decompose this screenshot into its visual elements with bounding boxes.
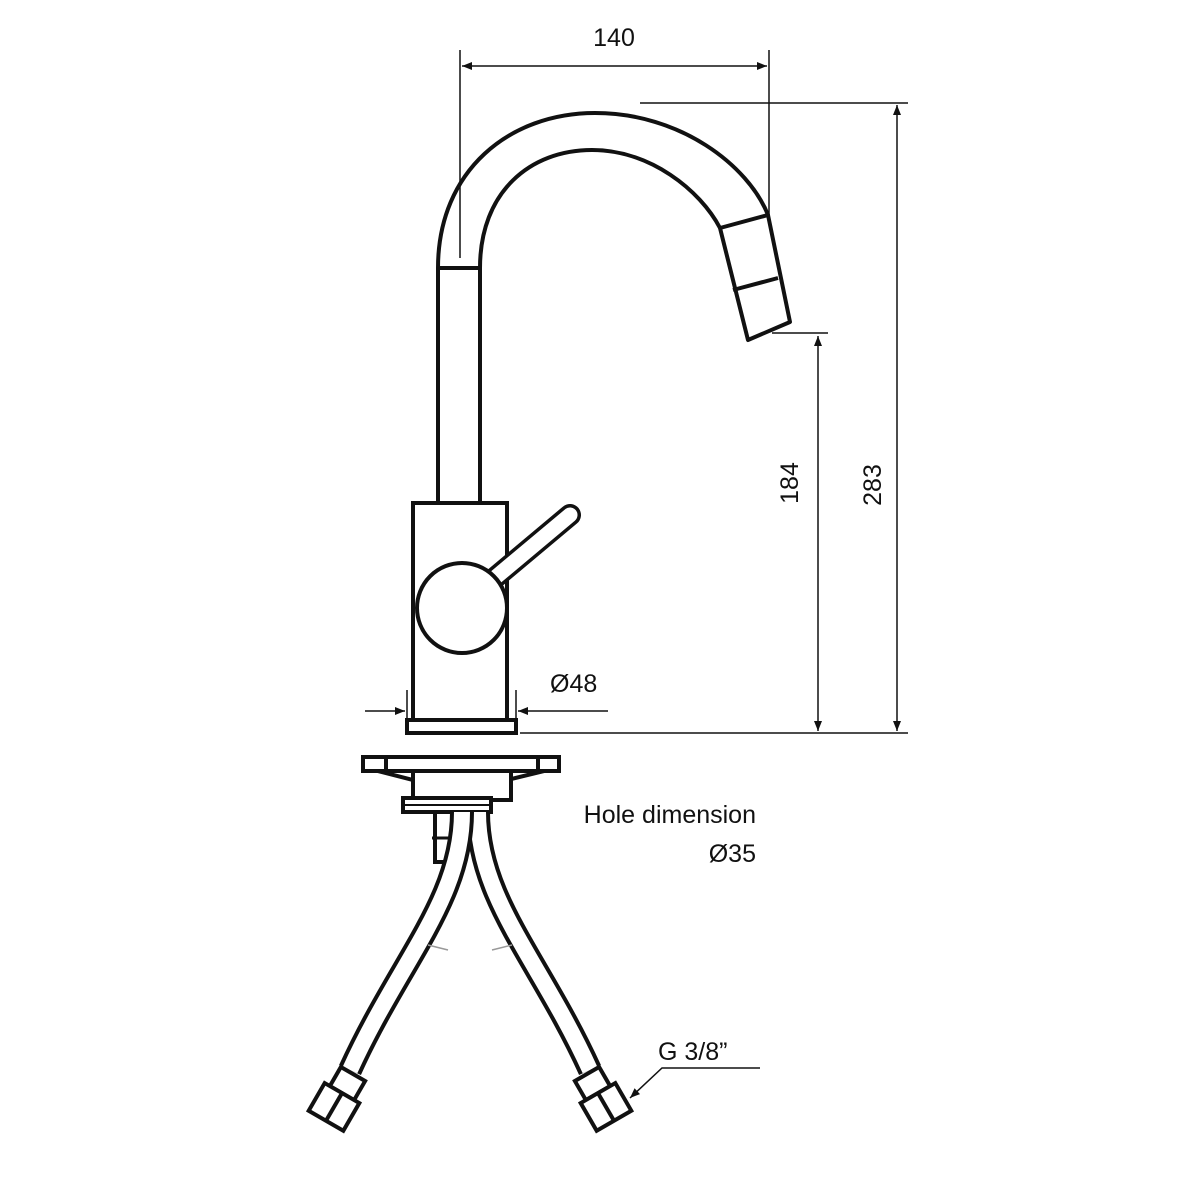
dimension-reach: 140 (459, 24, 770, 292)
hole-dimension-label: Hole dimension (584, 801, 756, 829)
total-height-label: 283 (859, 464, 887, 506)
connection-leader (629, 1067, 760, 1099)
connection-thread-label: G 3/8” (658, 1038, 727, 1066)
dimension-body-diameter: Ø48 (365, 670, 608, 720)
body-diameter-label: Ø48 (550, 670, 597, 698)
hose-fitting-left (305, 1064, 368, 1134)
dimension-spout-height: 184 (772, 332, 828, 731)
spout-height-label: 184 (776, 462, 804, 504)
supply-hoses (339, 811, 601, 1075)
faucet-spout (436, 111, 792, 503)
hose-fitting-right (572, 1064, 635, 1134)
hole-dimension-value: Ø35 (709, 840, 756, 868)
lever-handle (415, 504, 581, 655)
reach-label: 140 (593, 24, 635, 52)
dimension-total-height: 283 (640, 102, 908, 731)
